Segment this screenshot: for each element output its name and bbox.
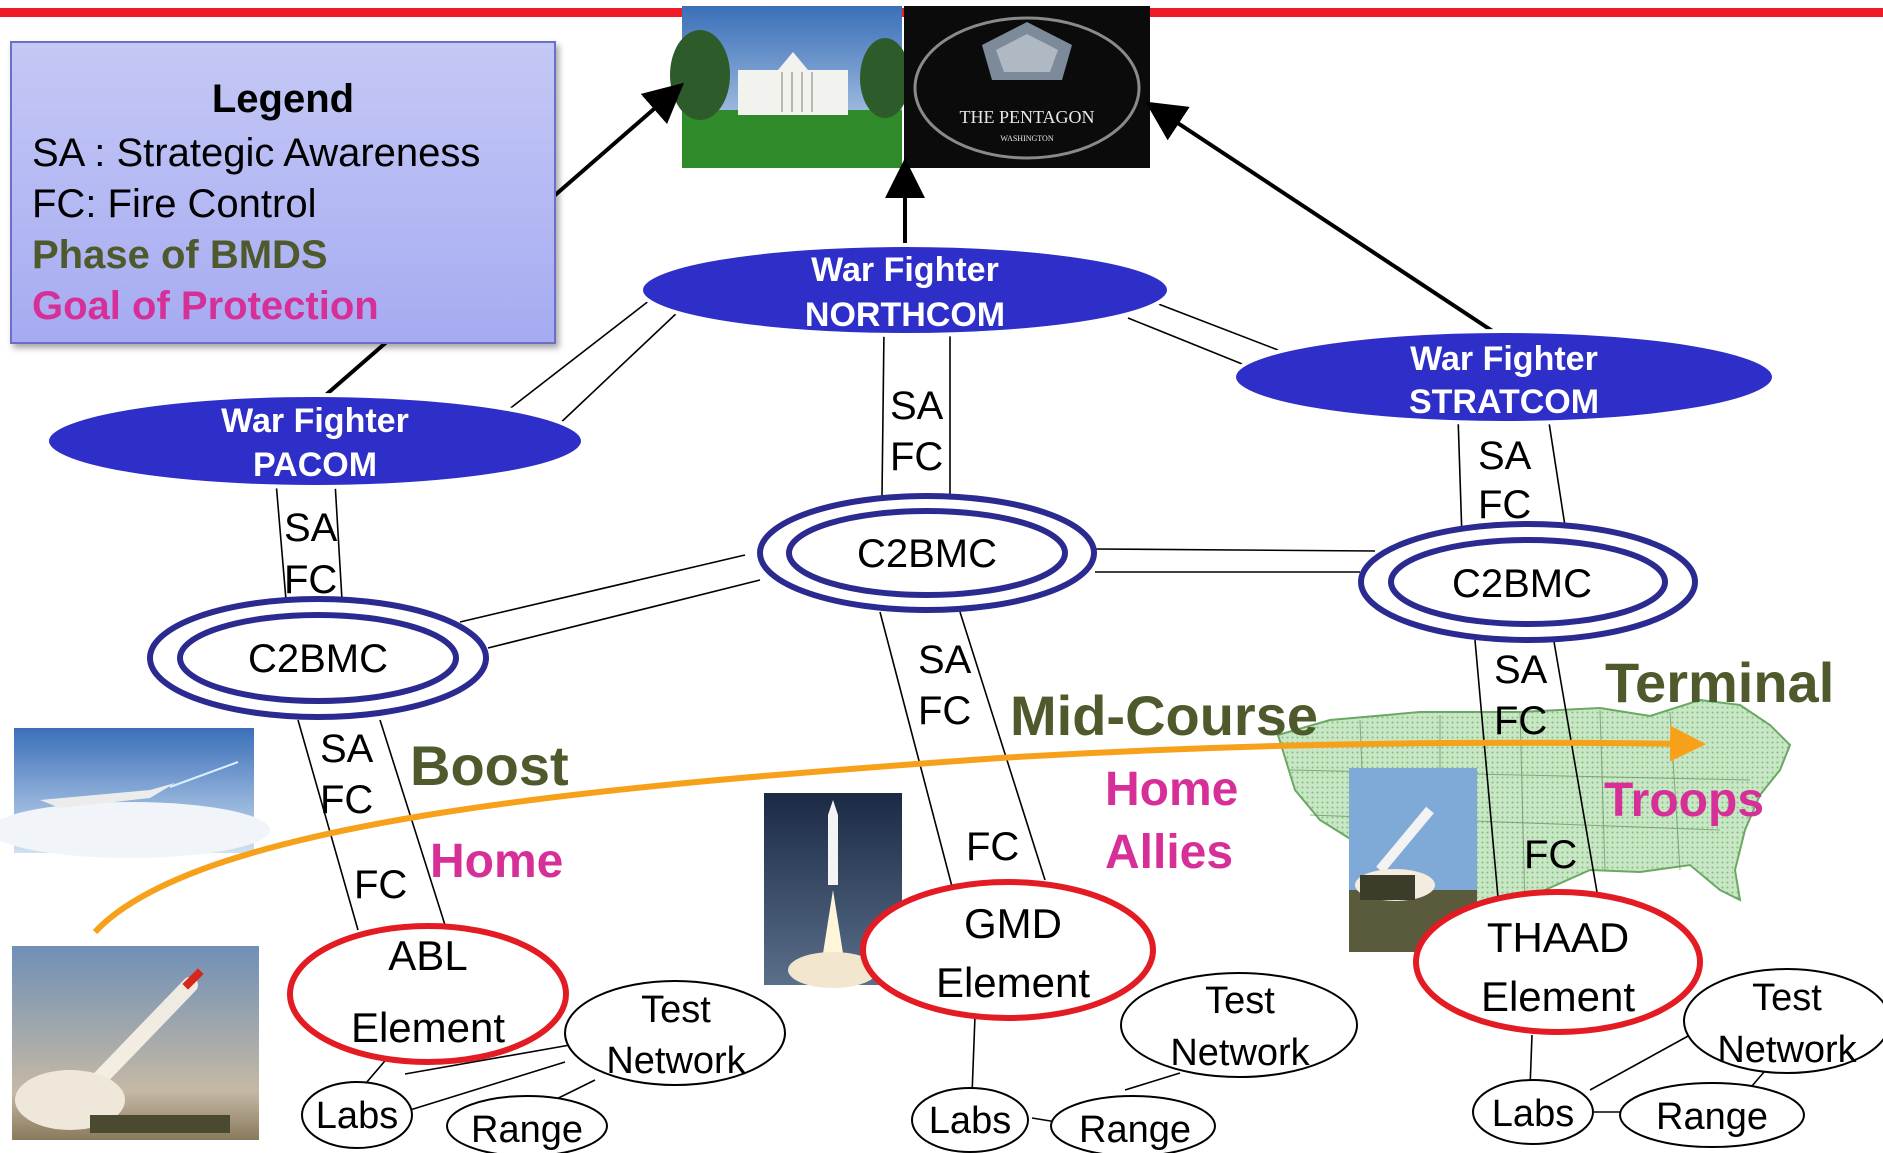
phase-terminal: Terminal xyxy=(1605,651,1834,714)
northcom-label-line1: War Fighter xyxy=(811,251,999,289)
sa-label-stratcom: SA xyxy=(1478,434,1532,478)
abl-test-network[interactable] xyxy=(564,980,786,1086)
legend-goal: Goal of Protection xyxy=(32,284,379,328)
c2bmc-center[interactable] xyxy=(757,493,1097,613)
abl-network-label: Network xyxy=(606,1040,746,1082)
stratcom-label-line2: STRATCOM xyxy=(1409,383,1599,421)
warfighter-northcom[interactable] xyxy=(639,243,1171,337)
support-nodes xyxy=(301,968,1883,1153)
pentagon-caption: THE PENTAGON xyxy=(959,107,1094,127)
stratcom-to-pentagon-arrow xyxy=(1145,101,1505,340)
thaad-range-label: Range xyxy=(1656,1096,1768,1138)
goal-troops: Troops xyxy=(1604,774,1764,827)
fc-label-pacom: FC xyxy=(284,558,337,602)
gmd-network-label: Network xyxy=(1170,1032,1310,1074)
phase-midcourse: Mid-Course xyxy=(1010,684,1318,747)
pentagon-subcaption: WASHINGTON xyxy=(1000,134,1053,143)
abl-labs[interactable] xyxy=(301,1081,413,1149)
gmd-element[interactable] xyxy=(860,879,1156,1021)
thaad-network-label: Network xyxy=(1717,1029,1857,1071)
c2bmc-center-label: C2BMC xyxy=(857,532,997,576)
fc-label-gmd-lower: FC xyxy=(966,825,1019,869)
sa-label-northcom: SA xyxy=(890,384,944,428)
link-lines xyxy=(275,299,1771,1126)
fc-label-thaad: FC xyxy=(1494,699,1547,743)
abl-label-line2: Element xyxy=(351,1004,505,1051)
gmd-test-label: Test xyxy=(1205,980,1275,1022)
sa-label-gmd: SA xyxy=(918,638,972,682)
legend-phase: Phase of BMDS xyxy=(32,233,328,277)
white-house-photo xyxy=(670,6,910,168)
pacom-label-line2: PACOM xyxy=(253,446,377,484)
c2bmc-right[interactable] xyxy=(1358,521,1698,643)
gmd-test-network[interactable] xyxy=(1120,972,1358,1078)
goal-allies: Allies xyxy=(1105,826,1233,879)
trajectory-arrow xyxy=(92,725,1706,935)
fc-label-stratcom: FC xyxy=(1478,483,1531,527)
abl-label-line1: ABL xyxy=(388,932,467,979)
stratcom-label-line1: War Fighter xyxy=(1410,340,1598,378)
abl-test-label: Test xyxy=(641,989,711,1031)
legend-sa: SA : Strategic Awareness xyxy=(32,131,481,175)
fc-label-gmd: FC xyxy=(918,689,971,733)
gmd-labs-label: Labs xyxy=(929,1100,1011,1142)
legend-box: Legend SA : Strategic Awareness FC: Fire… xyxy=(10,41,556,344)
fc-label-abl: FC xyxy=(320,778,373,822)
legend-fc: FC: Fire Control xyxy=(32,182,317,226)
warfighter-pacom[interactable] xyxy=(45,393,585,489)
abl-range-label: Range xyxy=(471,1109,583,1151)
legend-title: Legend xyxy=(211,77,355,121)
northcom-label-line2: NORTHCOM xyxy=(805,296,1005,334)
thaad-label-line2: Element xyxy=(1481,973,1635,1020)
fc-label-abl-lower: FC xyxy=(354,863,407,907)
thaad-range[interactable] xyxy=(1619,1082,1805,1148)
abl-element[interactable] xyxy=(287,923,569,1065)
warfighter-stratcom[interactable] xyxy=(1232,329,1776,425)
thaad-label-line1: THAAD xyxy=(1487,914,1629,961)
gmd-range-label: Range xyxy=(1079,1109,1191,1151)
c2bmc-right-label: C2BMC xyxy=(1452,562,1592,606)
gmd-labs[interactable] xyxy=(911,1087,1029,1153)
abl-labs-label: Labs xyxy=(316,1095,398,1137)
thaad-test-label: Test xyxy=(1752,977,1822,1019)
c2bmc-left[interactable] xyxy=(147,596,489,720)
thaad-element[interactable] xyxy=(1413,889,1703,1035)
sa-label-thaad: SA xyxy=(1494,648,1548,692)
pentagon-photo xyxy=(904,6,1150,168)
gmd-label-line1: GMD xyxy=(964,900,1062,947)
pacom-label-line1: War Fighter xyxy=(221,402,409,440)
fc-label-thaad-lower: FC xyxy=(1524,833,1577,877)
c2bmc-left-label: C2BMC xyxy=(248,637,388,681)
thaad-labs[interactable] xyxy=(1472,1079,1594,1145)
laser-aircraft-photo xyxy=(0,728,270,858)
gmd-range[interactable] xyxy=(1050,1095,1216,1153)
fc-label-northcom: FC xyxy=(890,435,943,479)
thaad-test-network[interactable] xyxy=(1683,968,1883,1074)
missile-launch-photo xyxy=(12,946,259,1140)
goal-home-midcourse: Home xyxy=(1105,763,1238,816)
gmd-label-line2: Element xyxy=(936,959,1090,1006)
abl-range[interactable] xyxy=(446,1095,608,1153)
phase-boost: Boost xyxy=(410,734,569,797)
sa-label-abl: SA xyxy=(320,727,374,771)
goal-home-boost: Home xyxy=(430,835,563,888)
sa-label-pacom: SA xyxy=(284,506,338,550)
thaad-labs-label: Labs xyxy=(1492,1093,1574,1135)
